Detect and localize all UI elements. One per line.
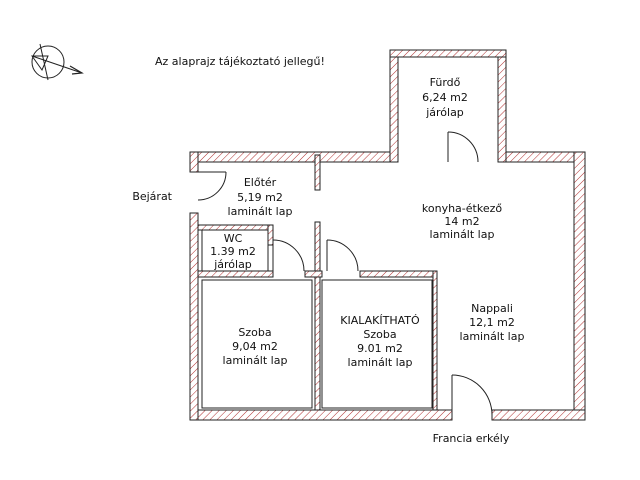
nappali-name: Nappali	[471, 302, 513, 315]
balcony-label: Francia erkély	[433, 432, 510, 445]
bathroom-door-icon	[447, 131, 479, 163]
eloter-area: 5,19 m2	[237, 191, 283, 204]
entrance-label: Bejárat	[132, 190, 172, 203]
kialakithato-area: 9.01 m2	[357, 342, 403, 355]
kialakithato-door-icon	[326, 239, 359, 272]
north-arrow-icon	[31, 43, 84, 81]
wc-floor: járólap	[213, 258, 252, 271]
kialakithato-name: Szoba	[363, 328, 396, 341]
kialakithato-outline	[321, 279, 433, 409]
szoba-area: 9,04 m2	[232, 340, 278, 353]
nappali-area: 12,1 m2	[469, 316, 515, 329]
wc-outline	[201, 229, 269, 272]
walls	[189, 49, 586, 421]
nappali-floor: laminált lap	[460, 330, 525, 343]
konyha-floor: laminált lap	[430, 228, 495, 241]
szoba-name: Szoba	[238, 326, 271, 339]
furdo-name: Fürdő	[430, 76, 461, 89]
furdo-area: 6,24 m2	[422, 91, 468, 104]
wc-door-icon	[272, 239, 305, 272]
balcony-door-icon	[451, 374, 493, 416]
kialakithato-floor: laminált lap	[348, 356, 413, 369]
wc-name: WC	[224, 232, 243, 245]
szoba-outline	[201, 279, 313, 409]
furdo-floor: járólap	[425, 106, 464, 119]
kialakithato-title: KIALAKÍTHATÓ	[340, 314, 420, 327]
eloter-floor: laminált lap	[228, 205, 293, 218]
disclaimer-note: Az alaprajz tájékoztató jellegű!	[155, 55, 325, 68]
entrance-door-icon	[197, 171, 227, 201]
konyha-area: 14 m2	[444, 215, 479, 228]
eloter-name: Előtér	[244, 176, 277, 189]
wc-area: 1.39 m2	[210, 245, 256, 258]
konyha-name: konyha-étkező	[422, 202, 502, 215]
szoba-floor: laminált lap	[223, 354, 288, 367]
